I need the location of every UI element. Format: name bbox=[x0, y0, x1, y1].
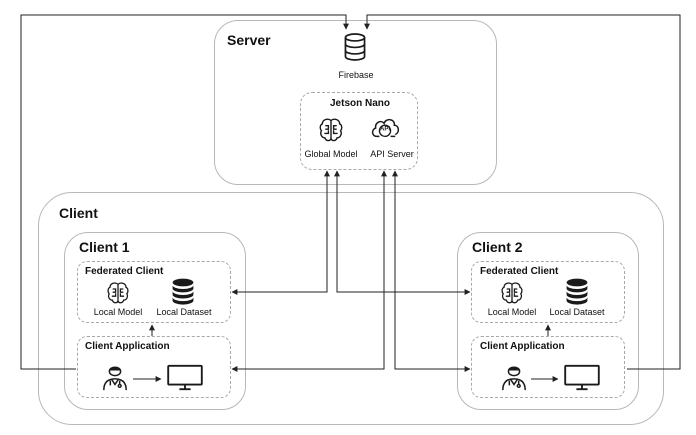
client-2-title: Client 2 bbox=[472, 239, 523, 255]
client-2-local-dataset-label: Local Dataset bbox=[549, 307, 605, 317]
database-icon bbox=[344, 33, 366, 61]
client-1-application-title: Client Application bbox=[85, 341, 170, 352]
api-cloud-icon: API bbox=[371, 118, 400, 138]
doctor-icon bbox=[502, 366, 526, 391]
client-group-title: Client bbox=[59, 205, 98, 221]
client-1-federated-title: Federated Client bbox=[85, 266, 164, 277]
server-title: Server bbox=[227, 32, 271, 48]
client-1-local-dataset-label: Local Dataset bbox=[156, 307, 212, 317]
jetson-nano-title: Jetson Nano bbox=[330, 98, 391, 109]
client-2-federated-title: Federated Client bbox=[480, 266, 559, 277]
client-1-application-box bbox=[77, 336, 231, 398]
brain-icon bbox=[107, 282, 129, 304]
global-model-label: Global Model bbox=[304, 149, 358, 159]
client-2-federated-client-box bbox=[471, 261, 625, 323]
client-1-title: Client 1 bbox=[79, 239, 130, 255]
client-1-local-model-label: Local Model bbox=[93, 307, 143, 317]
client-1-federated-client-box bbox=[77, 261, 231, 323]
brain-icon bbox=[501, 282, 523, 304]
client-2-local-model-label: Local Model bbox=[487, 307, 537, 317]
global-model-link-client-2 bbox=[334, 170, 471, 295]
global-model-link-client-1 bbox=[231, 170, 330, 295]
client-2-application-title: Client Application bbox=[480, 341, 565, 352]
firebase-label: Firebase bbox=[338, 70, 374, 80]
api-link-client-2 bbox=[392, 170, 471, 372]
firebase-link-client-2 bbox=[364, 14, 681, 370]
brain-icon bbox=[319, 118, 343, 142]
api-server-label: API Server bbox=[370, 149, 414, 159]
firebase-link-client-1 bbox=[20, 14, 349, 370]
doctor-icon bbox=[103, 366, 127, 391]
api-link-client-1 bbox=[231, 170, 387, 372]
monitor-icon bbox=[167, 364, 203, 391]
api-icon-text: API bbox=[380, 126, 390, 132]
monitor-icon bbox=[564, 364, 600, 391]
database-icon bbox=[172, 278, 194, 305]
database-icon bbox=[566, 278, 588, 305]
